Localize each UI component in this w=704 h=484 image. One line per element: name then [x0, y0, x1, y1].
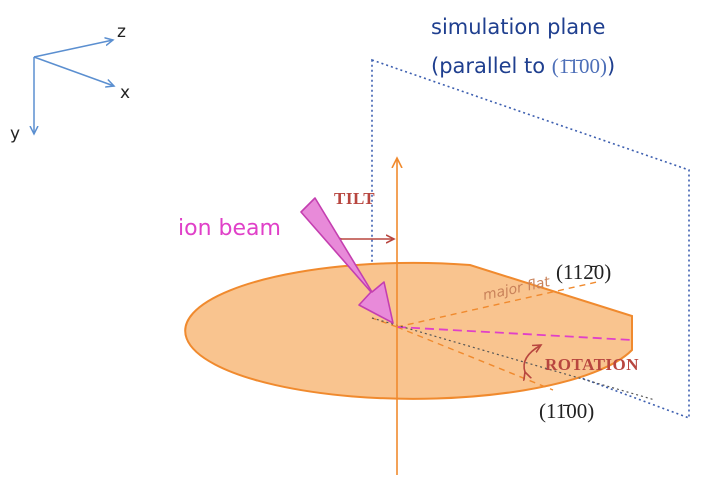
- z-axis-arrow: [33, 40, 113, 58]
- direction-lower-label: (11̄00): [539, 399, 594, 423]
- ion-beam: ion beam: [178, 197, 394, 324]
- simulation-plane-suffix: ): [607, 54, 615, 78]
- x-axis-label: x: [120, 83, 130, 103]
- z-axis-label: z: [117, 22, 126, 42]
- axis-legend: z x y: [10, 22, 130, 144]
- major-flat-direction-line: [396, 281, 598, 328]
- ion-beam-arrow: [300, 197, 394, 324]
- simulation-plane: simulation plane (parallel to (1̄1̄00)): [371, 15, 690, 420]
- simulation-plane-subtitle: (parallel to (1̄1̄00)): [431, 54, 615, 78]
- direction-upper-label: (112̄0): [556, 260, 611, 284]
- simulation-plane-prefix: (parallel to: [431, 54, 552, 78]
- lower-projection-line: [371, 317, 656, 401]
- x-axis-arrow: [33, 56, 114, 86]
- simulation-plane-miller: (1̄1̄00): [552, 54, 607, 78]
- beam-projection-line: [396, 326, 633, 341]
- back-extension-line: [371, 317, 398, 328]
- tilt-indicator: TILT: [334, 189, 394, 239]
- simulation-plane-outline: [371, 58, 690, 420]
- wafer: major flat (112̄0): [184, 260, 633, 400]
- tilt-label: TILT: [334, 189, 375, 208]
- ion-beam-label: ion beam: [178, 216, 281, 241]
- rotation-arc: [524, 345, 541, 372]
- simulation-plane-title: simulation plane: [431, 15, 605, 39]
- wafer-disk: [184, 261, 633, 400]
- y-axis-label: y: [10, 124, 20, 144]
- rotation-label: ROTATION: [545, 355, 639, 374]
- rotation-indicator: ROTATION: [524, 345, 639, 374]
